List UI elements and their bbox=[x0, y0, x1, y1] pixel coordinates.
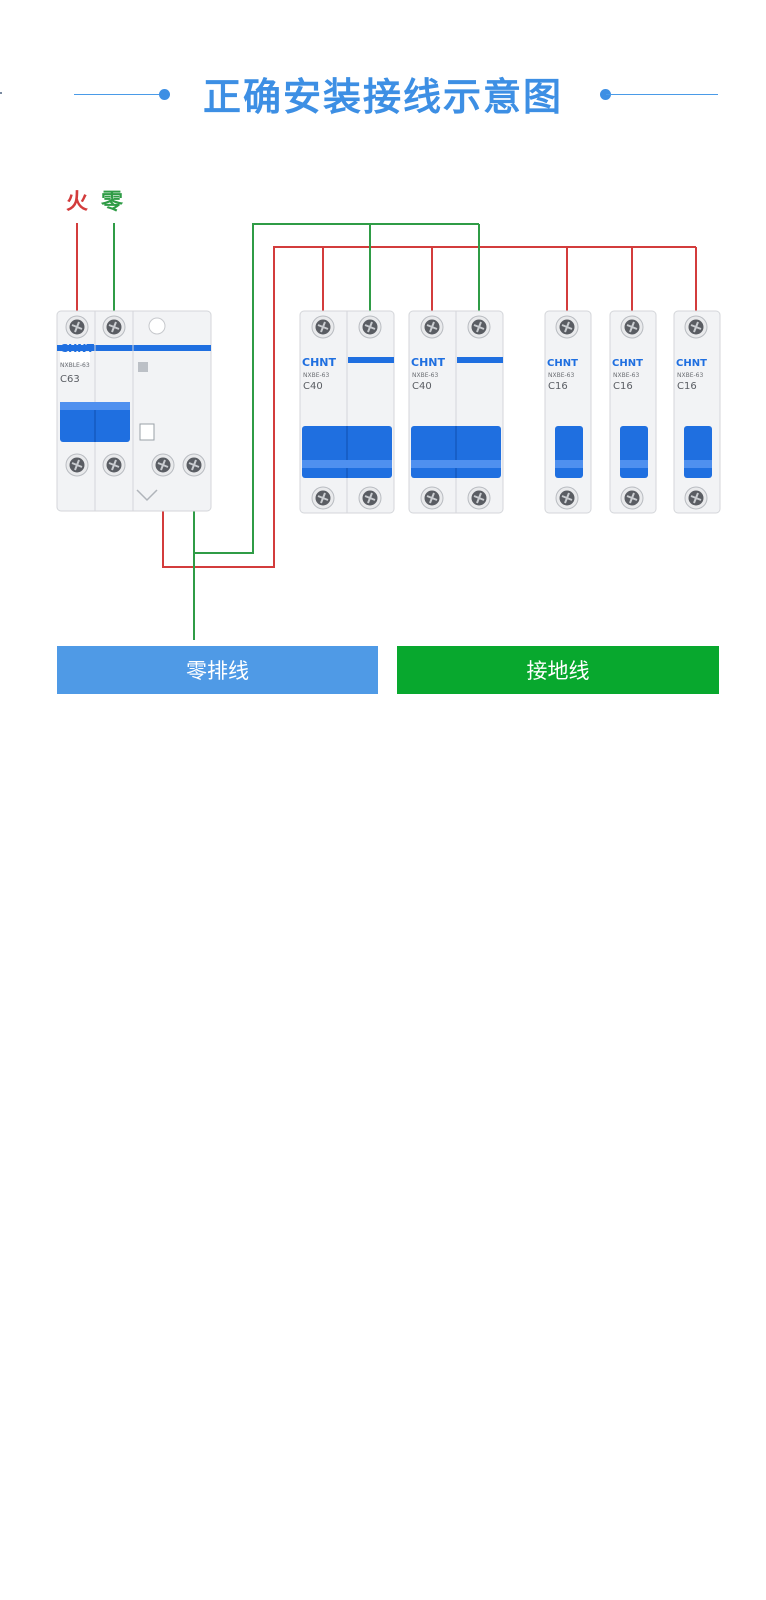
title-line-left bbox=[74, 94, 164, 95]
double-1-rating: C40 bbox=[303, 381, 323, 392]
title-dot-right bbox=[600, 89, 611, 100]
single-1-brand: CHNT bbox=[547, 358, 578, 369]
main-rating: C63 bbox=[60, 374, 80, 385]
edge-mark bbox=[0, 92, 2, 94]
neutral-bar: 零排线 bbox=[57, 646, 378, 694]
single-1-rating: C16 bbox=[548, 381, 568, 392]
single-breaker-2: CHNT NXBE-63 C16 bbox=[609, 310, 657, 514]
single-breaker-1: CHNT NXBE-63 C16 bbox=[544, 310, 592, 514]
single-1-model: NXBE-63 bbox=[548, 372, 574, 379]
live-label: 火 bbox=[66, 190, 89, 215]
title-dot-left bbox=[159, 89, 170, 100]
live-distribution-wire bbox=[162, 246, 696, 568]
main-model: NXBLE-63 bbox=[60, 362, 90, 369]
single-2-brand: CHNT bbox=[612, 358, 643, 369]
single-3-rating: C16 bbox=[677, 381, 697, 392]
page-title: 正确安装接线示意图 bbox=[202, 75, 563, 119]
single-2-rating: C16 bbox=[613, 381, 633, 392]
double-breaker-2: CHNT NXBE-63 C40 bbox=[408, 310, 504, 514]
single-2-model: NXBE-63 bbox=[613, 372, 639, 379]
wiring-diagram: CHNT NXBLE-63 C63 CHNT NXBE-63 C40 bbox=[56, 223, 721, 640]
neutral-distribution-wire bbox=[193, 223, 479, 554]
main-breaker: CHNT NXBLE-63 C63 bbox=[56, 310, 212, 512]
double-breaker-1: CHNT NXBE-63 C40 bbox=[299, 310, 395, 514]
single-3-model: NXBE-63 bbox=[677, 372, 703, 379]
double-2-brand: CHNT bbox=[411, 356, 445, 369]
single-breaker-3: CHNT NXBE-63 C16 bbox=[673, 310, 721, 514]
title-line-right bbox=[606, 94, 718, 95]
single-3-handle bbox=[684, 426, 712, 478]
main-brand: CHNT bbox=[60, 342, 94, 355]
double-1-brand: CHNT bbox=[302, 356, 336, 369]
single-1-handle bbox=[555, 426, 583, 478]
double-2-model: NXBE-63 bbox=[412, 372, 438, 379]
title-row: 正确安装接线示意图 bbox=[0, 0, 766, 190]
double-1-model: NXBE-63 bbox=[303, 372, 329, 379]
ground-bar: 接地线 bbox=[397, 646, 719, 694]
neutral-label: 零 bbox=[101, 190, 124, 215]
single-2-handle bbox=[620, 426, 648, 478]
double-2-rating: C40 bbox=[412, 381, 432, 392]
single-3-brand: CHNT bbox=[676, 358, 707, 369]
